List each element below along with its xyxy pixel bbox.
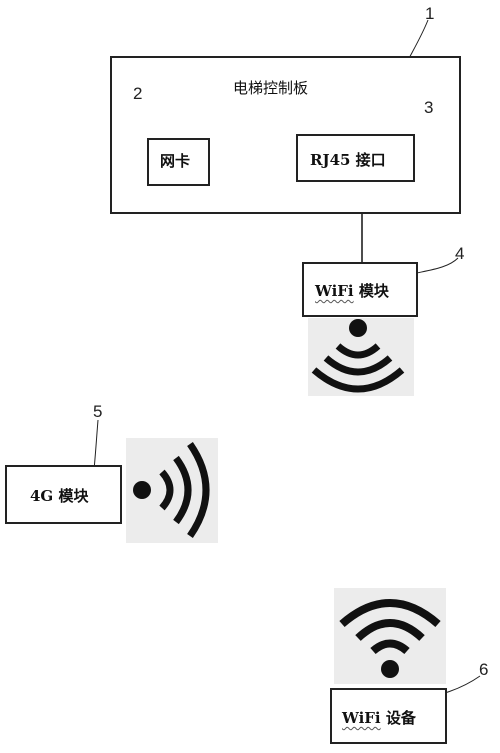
wifi-device-label: WiFi 设备 [342,707,416,728]
wireless-broadcast-icon [133,442,210,538]
module-4g-signal-panel [126,438,218,543]
ref-number-3: 3 [424,98,434,117]
ref-number-2: 2 [133,84,143,103]
ref-number-6: 6 [479,660,489,679]
wifi-module-label-main: WiFi [315,282,354,300]
wifi-module-box [302,262,418,317]
ref-number-5: 5 [93,402,103,421]
controller-board-title: 电梯控制板 [233,79,309,97]
rj45-port-label: RJ45 接口 [310,151,386,169]
module-4g-box [5,465,122,524]
network-card-box [147,138,210,186]
wifi-signal-icon [339,599,441,678]
leader-line-4 [411,257,459,275]
wifi-device-label-rest: 设备 [380,709,416,727]
ref-number-1: 1 [425,4,435,23]
ref-number-4: 4 [455,244,465,263]
wifi-signal-icon [311,319,405,393]
network-card-label: 网卡 [160,152,191,170]
wifi-module-label-rest: 模块 [353,282,389,300]
module-4g-label: 4G 模块 [30,487,89,505]
rj45-port-box [296,134,415,182]
wifi-device-label-main: WiFi [342,709,381,727]
wifi-device-signal-panel [334,588,446,684]
wifi-device-box [330,688,447,744]
wifi-module-label: WiFi 模块 [315,280,389,301]
wifi-module-signal-panel [308,318,414,396]
